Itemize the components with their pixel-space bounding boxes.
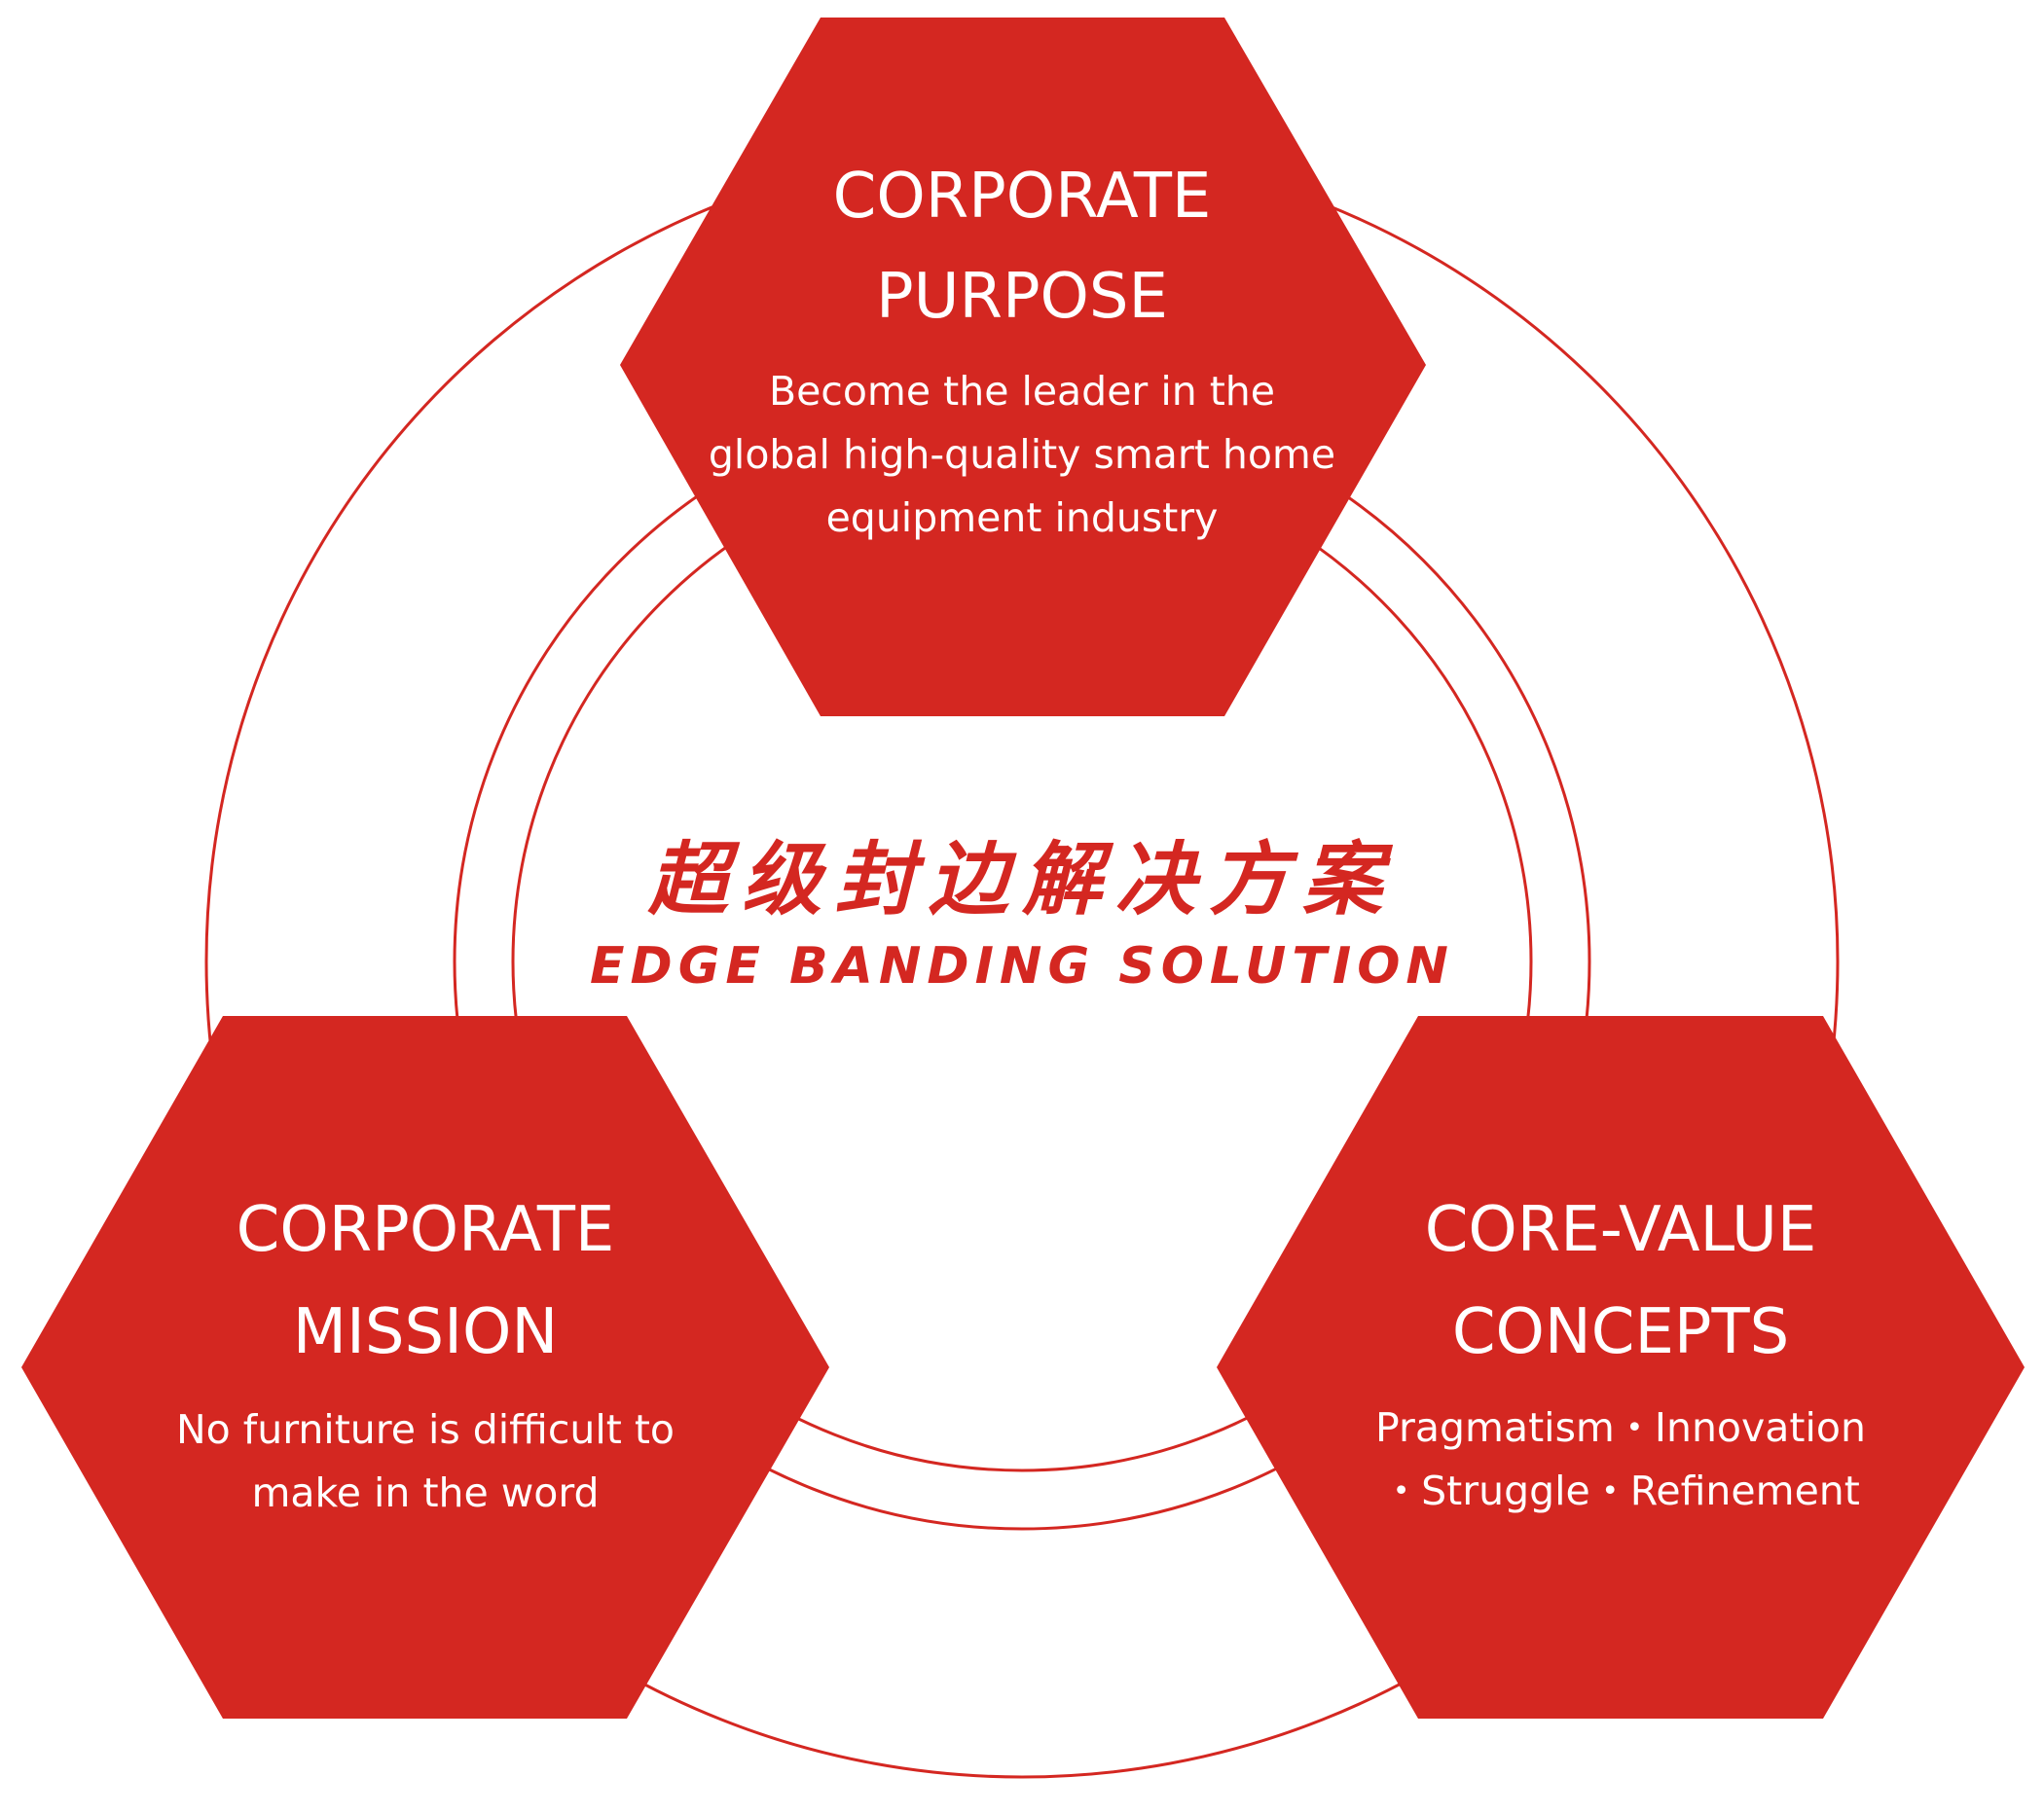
center-english-title: EDGE BANDING SOLUTION — [590, 937, 1454, 996]
mission-title-line1: CORPORATE — [237, 1194, 615, 1266]
purpose-title-line2: PURPOSE — [876, 261, 1168, 333]
hexagon-corporate-purpose: CORPORATE PURPOSE Become the leader in t… — [620, 18, 1426, 716]
mission-body-line2: make in the word — [251, 1469, 599, 1516]
hexagon-shape — [620, 18, 1426, 716]
hexagon-shape — [21, 1016, 829, 1719]
mission-title-line2: MISSION — [293, 1296, 558, 1368]
values-body-line1: Pragmatism・Innovation — [1375, 1404, 1866, 1451]
purpose-body-line2: global high-quality smart home — [709, 431, 1335, 478]
values-body-line2: ・Struggle・Refinement — [1381, 1468, 1860, 1514]
mission-body-line1: No furniture is difficult to — [176, 1406, 675, 1453]
values-title-line2: CONCEPTS — [1452, 1296, 1789, 1368]
hexagon-corporate-mission: CORPORATE MISSION No furniture is diffic… — [21, 1016, 829, 1719]
purpose-body-line1: Become the leader in the — [769, 368, 1275, 415]
purpose-title-line1: CORPORATE — [833, 161, 1212, 233]
purpose-body-line3: equipment industry — [826, 494, 1219, 541]
hexagon-core-value-concepts: CORE-VALUE CONCEPTS Pragmatism・Innovatio… — [1217, 1016, 2025, 1719]
hexagon-shape — [1217, 1016, 2025, 1719]
values-title-line1: CORE-VALUE — [1425, 1194, 1817, 1266]
center-chinese-title: 超级封边解决方案 — [647, 833, 1396, 926]
